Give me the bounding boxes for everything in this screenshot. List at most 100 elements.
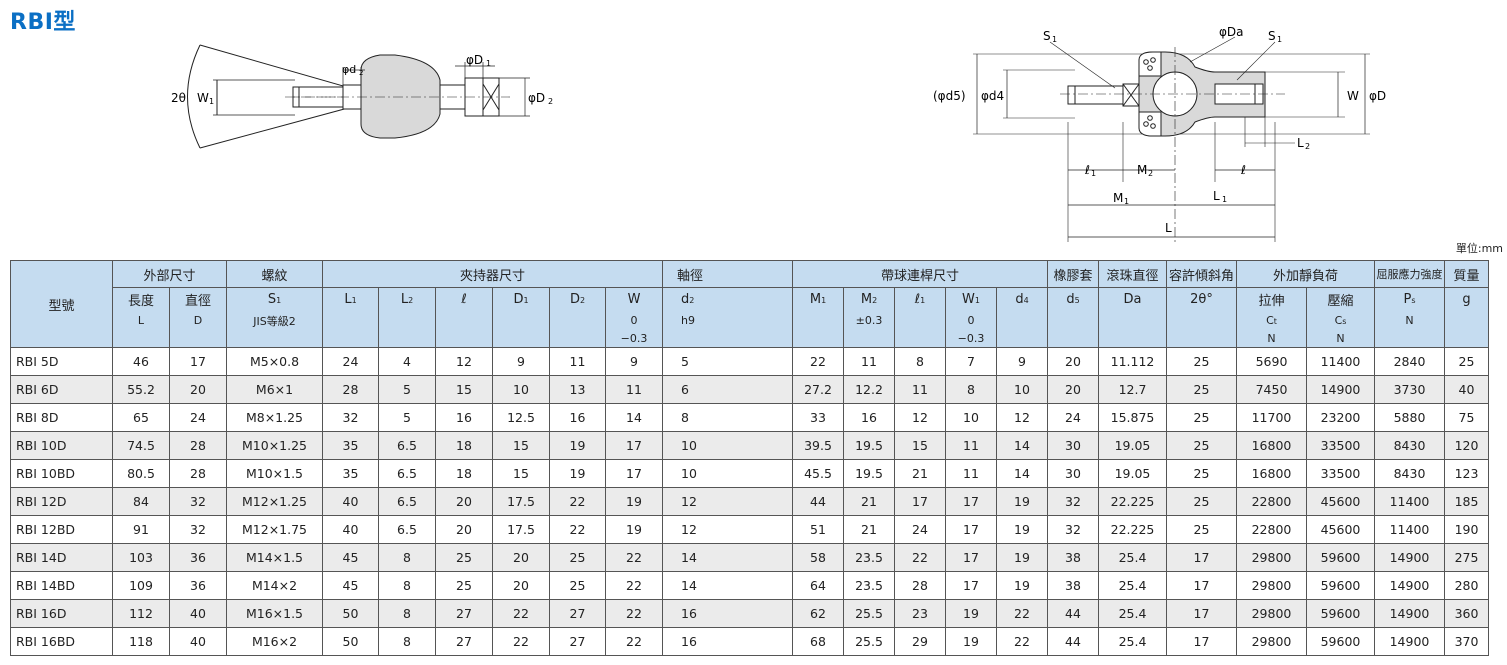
- table-cell: 15: [492, 431, 550, 460]
- table-cell: 40: [169, 599, 227, 628]
- unit-n1: N: [1236, 330, 1307, 348]
- table-cell: 112: [112, 599, 170, 628]
- group-mass: 質量: [1444, 260, 1489, 288]
- table-cell: 17: [1166, 627, 1237, 656]
- table-cell: 30: [1047, 431, 1099, 460]
- table-cell: 14900: [1374, 627, 1445, 656]
- table-cell: 17: [945, 571, 997, 600]
- table-cell: 17.5: [492, 515, 550, 544]
- table-cell: 27: [549, 627, 606, 656]
- table-cell: 22.225: [1098, 487, 1167, 516]
- label-s1-right-sub: 1: [1277, 35, 1282, 44]
- model-cell: RBI 14BD: [10, 571, 113, 600]
- tol-w-top: 0: [605, 311, 663, 330]
- table-cell: 28: [169, 431, 227, 460]
- table-cell: 22: [492, 627, 550, 656]
- table-cell: 19: [549, 431, 606, 460]
- table-cell: 29800: [1236, 627, 1307, 656]
- label-l: L: [1165, 221, 1172, 235]
- table-cell: 28: [169, 459, 227, 488]
- label-ell: ℓ: [1240, 163, 1246, 177]
- table-cell: 40: [322, 515, 379, 544]
- table-cell: 19.5: [843, 431, 895, 460]
- table-cell: 8: [378, 627, 436, 656]
- table-cell: 11: [605, 375, 663, 404]
- page-title: RBI型: [10, 10, 76, 35]
- table-cell: 55.2: [112, 375, 170, 404]
- table-cell: 13: [549, 375, 606, 404]
- label-l1: L: [1213, 189, 1220, 203]
- table-cell: 14900: [1374, 543, 1445, 572]
- table-cell: M16×2: [226, 627, 323, 656]
- table-cell: 20: [492, 543, 550, 572]
- table-cell: 59600: [1306, 627, 1375, 656]
- unit-n3: N: [1374, 311, 1445, 330]
- table-cell: 30: [1047, 459, 1099, 488]
- table-cell: 58: [792, 543, 844, 572]
- table-cell: M8×1.25: [226, 403, 323, 432]
- table-cell: 16: [549, 403, 606, 432]
- table-cell: 5: [378, 375, 436, 404]
- table-cell: 44: [792, 487, 844, 516]
- rod-threaded-stud: [1067, 85, 1124, 105]
- table-cell: 25: [1166, 375, 1237, 404]
- table-cell: 24: [1047, 403, 1099, 432]
- table-cell: 190: [1444, 515, 1489, 544]
- table-cell: 12: [662, 487, 793, 516]
- label-m1-sub: 1: [1124, 197, 1129, 206]
- table-cell: 24: [322, 347, 379, 376]
- table-cell: 10: [492, 375, 550, 404]
- table-cell: 12: [894, 403, 946, 432]
- table-cell: 35: [322, 459, 379, 488]
- table-cell: M14×1.5: [226, 543, 323, 572]
- table-cell: 15.875: [1098, 403, 1167, 432]
- table-cell: 12.5: [492, 403, 550, 432]
- col-ell: ℓ: [435, 287, 493, 311]
- label-D1-sub: 1: [486, 59, 491, 68]
- label-D2: φD: [528, 91, 545, 105]
- table-cell: 25: [435, 571, 493, 600]
- table-cell: 8: [894, 347, 946, 376]
- model-cell: RBI 12D: [10, 487, 113, 516]
- group-yield: 屈服應力強度: [1374, 260, 1445, 288]
- col-length: 長度: [112, 287, 170, 311]
- table-cell: 32: [1047, 515, 1099, 544]
- col-d2-holder: D2: [549, 287, 606, 311]
- table-cell: 11: [843, 347, 895, 376]
- table-cell: 17: [894, 487, 946, 516]
- table-cell: 59600: [1306, 599, 1375, 628]
- table-cell: 5690: [1236, 347, 1307, 376]
- table-cell: 25: [1166, 431, 1237, 460]
- table-cell: 17: [169, 347, 227, 376]
- table-cell: 22: [996, 599, 1048, 628]
- table-cell: 33500: [1306, 459, 1375, 488]
- table-cell: 19: [996, 543, 1048, 572]
- table-cell: 15: [435, 375, 493, 404]
- table-cell: 28: [894, 571, 946, 600]
- col-mass-unit: g: [1444, 287, 1489, 311]
- table-cell: 29800: [1236, 543, 1307, 572]
- table-cell: 19: [996, 571, 1048, 600]
- table-cell: 25: [1166, 403, 1237, 432]
- model-cell: RBI 16BD: [10, 627, 113, 656]
- table-cell: 2840: [1374, 347, 1445, 376]
- table-cell: 123: [1444, 459, 1489, 488]
- col-compression: 壓縮: [1306, 287, 1375, 311]
- table-cell: 14: [662, 571, 793, 600]
- table-cell: 8: [662, 403, 793, 432]
- table-cell: 22: [605, 627, 663, 656]
- table-cell: 11400: [1374, 515, 1445, 544]
- table-cell: 24: [169, 403, 227, 432]
- col-model: 型號: [10, 260, 113, 348]
- table-cell: 109: [112, 571, 170, 600]
- table-cell: 280: [1444, 571, 1489, 600]
- table-cell: 27: [435, 599, 493, 628]
- unit-ct: Ct: [1236, 311, 1307, 330]
- col-ell1: ℓ1: [894, 287, 946, 311]
- col-w1: W1: [945, 287, 997, 311]
- table-cell: 19: [945, 599, 997, 628]
